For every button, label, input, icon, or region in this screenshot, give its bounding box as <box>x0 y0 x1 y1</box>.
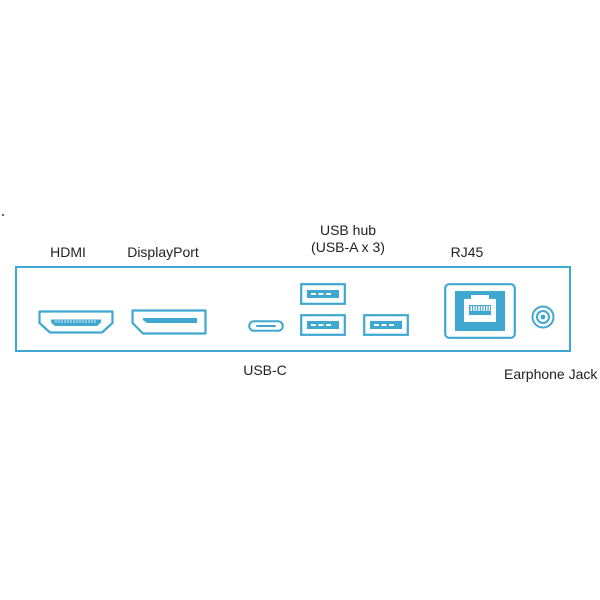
usb-a-port-icon <box>300 283 346 305</box>
usb-hub-label-line2: (USB-A x 3) <box>311 239 385 255</box>
earphone-jack-label: Earphone Jack <box>504 366 598 382</box>
usb-a-port-icon <box>363 314 409 336</box>
displayport-port-icon <box>131 309 207 335</box>
stray-dot <box>2 214 4 216</box>
hdmi-label: HDMI <box>50 244 86 260</box>
audio-jack-icon <box>531 305 555 329</box>
rj45-port-icon <box>444 283 516 339</box>
rj45-label: RJ45 <box>450 244 484 260</box>
usb-c-port-icon <box>248 320 284 332</box>
hdmi-port-icon <box>38 310 114 334</box>
displayport-label: DisplayPort <box>127 244 199 260</box>
connector-panel <box>15 266 571 352</box>
usb-c-label: USB-C <box>243 362 287 378</box>
usb-a-port-icon <box>300 314 346 336</box>
usb-hub-label-line1: USB hub <box>319 222 377 238</box>
